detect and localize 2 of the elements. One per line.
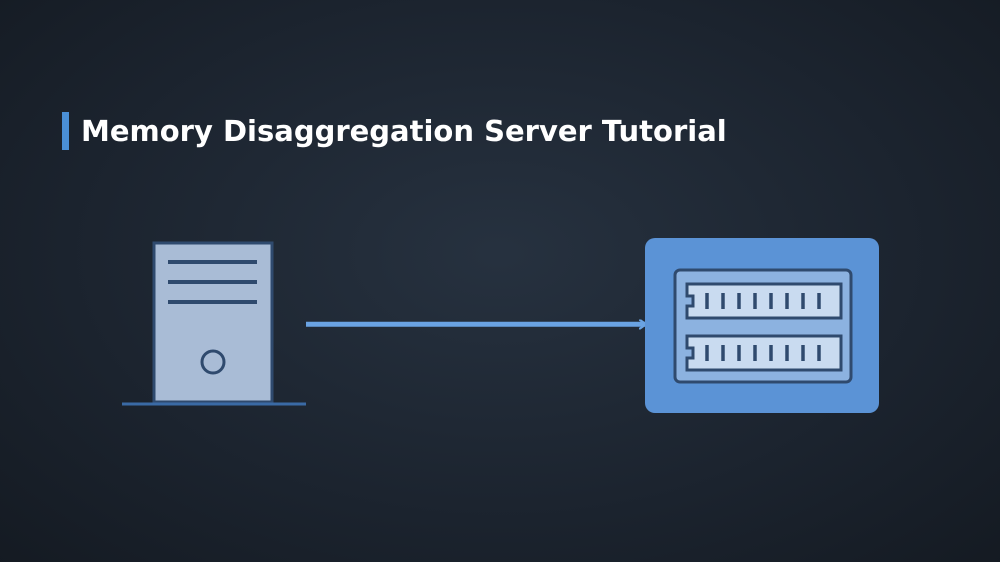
arrow [306, 318, 648, 330]
title: Memory Disaggregation Server Tutorial [62, 112, 727, 150]
